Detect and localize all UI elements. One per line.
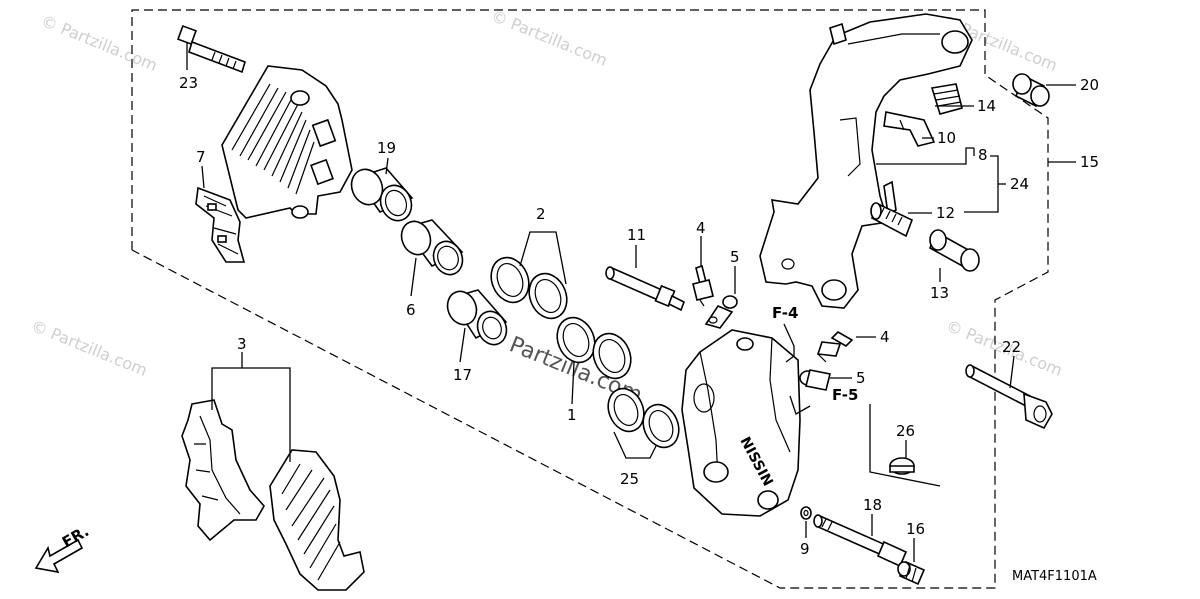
callout-1: 1: [567, 406, 577, 424]
callout-13: 13: [930, 284, 949, 302]
callout-20: 20: [1080, 76, 1099, 94]
callout-22: 22: [1002, 338, 1021, 356]
callout-6: 6: [406, 301, 416, 319]
pin-bolt-13: [929, 229, 980, 272]
watermark-mid-left: © Partzilla.com: [29, 316, 151, 380]
bleeder-valve-4-lower: [816, 331, 854, 363]
bolt-22: [965, 364, 1053, 430]
hanger-pin-18: [813, 514, 908, 568]
caliper-bracket: [759, 13, 973, 309]
bolt-23: [177, 25, 246, 74]
piston-seals-2: [490, 256, 568, 320]
diagram-code: MAT4F1101A: [1012, 569, 1097, 584]
callout-7: 7: [196, 148, 206, 166]
brake-caliper-cover: [221, 65, 353, 219]
plug-26-frame: [869, 404, 941, 487]
bleeder-cap-5-upper: [704, 295, 738, 329]
callout-18: 18: [863, 496, 882, 514]
callout-8: 8: [978, 146, 988, 164]
callout-5-lower: 5: [856, 369, 866, 387]
plug-16: [897, 560, 926, 586]
bleeder-cap-5-lower: [799, 369, 831, 391]
retainer-clip-10: [883, 111, 936, 147]
leader-lines: [186, 42, 1076, 562]
callouts: 23 7 19 2 11 4 5 6 17 1 25 3 4 5 14 20 1…: [179, 74, 1099, 558]
washer-9: [800, 506, 812, 520]
flag-label-f4: F-4: [772, 304, 798, 322]
sleeve-17: [446, 289, 508, 346]
front-direction-label: FR.: [59, 522, 92, 551]
bleeder-valve-4-upper: [692, 264, 714, 307]
callout-15: 15: [1080, 153, 1099, 171]
callout-12: 12: [936, 204, 955, 222]
callout-5-upper: 5: [730, 248, 740, 266]
sleeve-6: [400, 219, 464, 276]
callout-26: 26: [896, 422, 915, 440]
pad-spring-7: [195, 186, 246, 263]
callout-2: 2: [536, 205, 546, 223]
plug-26: [889, 457, 915, 475]
callout-4-upper: 4: [696, 219, 706, 237]
piston-seals-25: [607, 387, 680, 449]
flag-label-f5: F-5: [832, 386, 858, 404]
callout-10: 10: [937, 129, 956, 147]
callout-3: 3: [237, 335, 247, 353]
callout-19: 19: [377, 139, 396, 157]
bracket-boot-14: [930, 83, 963, 115]
pin-bolt-12: [870, 202, 914, 238]
callout-17: 17: [453, 366, 472, 384]
watermark-top-left: © Partzilla.com: [39, 11, 161, 75]
callout-14: 14: [977, 97, 996, 115]
callout-25: 25: [620, 470, 639, 488]
front-direction-arrow: FR.: [34, 522, 92, 574]
callout-4-lower: 4: [880, 328, 890, 346]
callout-11: 11: [627, 226, 646, 244]
brake-caliper-body: NISSIN: [681, 329, 801, 517]
brake-pad-left: [181, 399, 265, 542]
callout-9: 9: [800, 540, 810, 558]
watermark-top-center: © Partzilla.com: [489, 6, 611, 70]
brake-pad-right: [269, 449, 365, 591]
callout-24: 24: [1010, 175, 1029, 193]
pistons-1: [556, 316, 632, 380]
sleeve-19: [350, 167, 414, 222]
callout-16: 16: [906, 520, 925, 538]
pad-pin-11: [605, 266, 686, 312]
collar-20: [1012, 73, 1050, 108]
assembly-boundary: [131, 9, 1049, 589]
callout-23: 23: [179, 74, 198, 92]
